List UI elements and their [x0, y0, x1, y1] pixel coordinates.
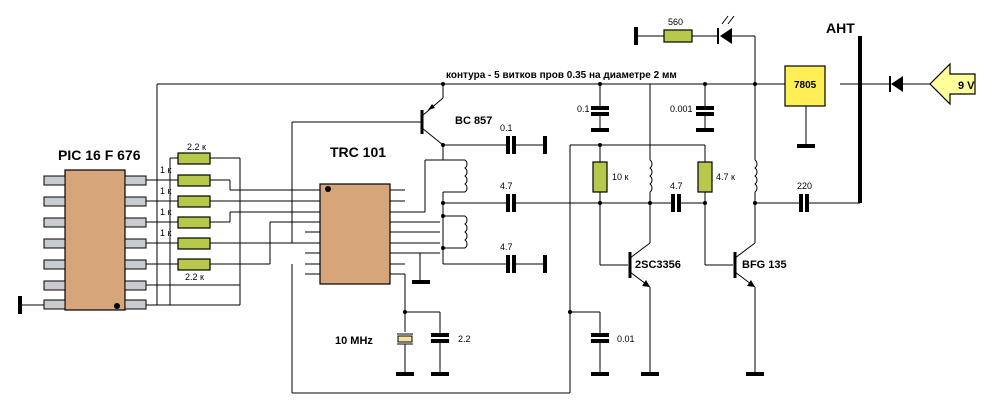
led-icon — [720, 28, 732, 44]
tr2sc-label: 2SC3356 — [635, 259, 681, 271]
label-c47a: 4.7 — [500, 181, 513, 191]
pic-wires — [146, 157, 241, 306]
supply-arrow-icon — [929, 62, 976, 106]
supply-label: 9 V — [958, 80, 975, 92]
resistor-r2 — [177, 174, 211, 187]
label-c220: 220 — [797, 181, 812, 191]
stage-2sc3356 — [592, 84, 659, 376]
bc857-label: BC 857 — [455, 115, 492, 127]
pic-label: PIC 16 F 676 — [58, 147, 141, 163]
label-r2: 1 к — [160, 165, 172, 175]
trc-coil-network — [405, 143, 500, 265]
label-r47k: 4.7 к — [716, 172, 735, 182]
coil-note: контура - 5 витков пров 0.35 на диаметре… — [446, 70, 677, 81]
cap-c47a — [500, 194, 670, 212]
cap-c47c — [650, 194, 705, 212]
resistor-bank — [177, 152, 211, 271]
regulator-7805 — [784, 65, 826, 148]
input-diode — [886, 76, 930, 92]
label-c01b: 0.1 — [577, 104, 590, 114]
cap-c01b — [591, 84, 609, 132]
label-c0001: 0.001 — [670, 104, 693, 114]
bc857-transistor — [420, 84, 444, 160]
label-r5: 1 к — [160, 228, 172, 238]
label-c47c: 4.7 — [670, 181, 683, 191]
resistor-r5 — [177, 237, 211, 250]
cap-c22 — [431, 312, 449, 376]
label-c22: 2.2 — [458, 334, 471, 344]
crystal-label: 10 MHz — [335, 335, 373, 347]
label-r560: 560 — [668, 17, 683, 27]
label-r6: 2.2 к — [185, 272, 204, 282]
label-c01a: 0.1 — [500, 123, 513, 133]
bfg-label: BFG 135 — [742, 259, 787, 271]
feedback-wire — [291, 121, 650, 394]
label-r1: 2.2 к — [187, 142, 206, 152]
label-c47b: 4.7 — [500, 242, 513, 252]
cap-c001 — [568, 310, 609, 376]
cap-c220 — [755, 194, 860, 212]
antenna-label: АНТ — [826, 20, 855, 36]
label-r4: 1 к — [160, 207, 172, 217]
stage-bfg135 — [650, 36, 764, 376]
resistor-r4 — [177, 216, 211, 229]
resistor-47k — [697, 161, 713, 193]
cap-c01a — [500, 136, 547, 154]
resistor-to-trc-wires — [210, 179, 320, 265]
label-c001: 0.01 — [617, 334, 635, 344]
resistor-560 — [663, 29, 693, 43]
trc-chip — [305, 183, 440, 285]
resistor-r3 — [177, 195, 211, 208]
label-r10k: 10 к — [612, 172, 629, 182]
cap-c47b — [500, 255, 547, 273]
cap-c0001 — [696, 84, 714, 132]
label-r3: 1 к — [160, 186, 172, 196]
resistor-10k — [592, 161, 608, 193]
supply-rail — [156, 83, 886, 305]
crystal-10mhz — [396, 274, 440, 376]
pic-chip — [18, 169, 147, 314]
led-branch — [634, 15, 755, 45]
resistor-r6 — [177, 258, 211, 271]
regulator-label: 7805 — [794, 80, 817, 91]
trc-label: TRC 101 — [330, 144, 386, 160]
resistor-r1 — [177, 152, 211, 165]
